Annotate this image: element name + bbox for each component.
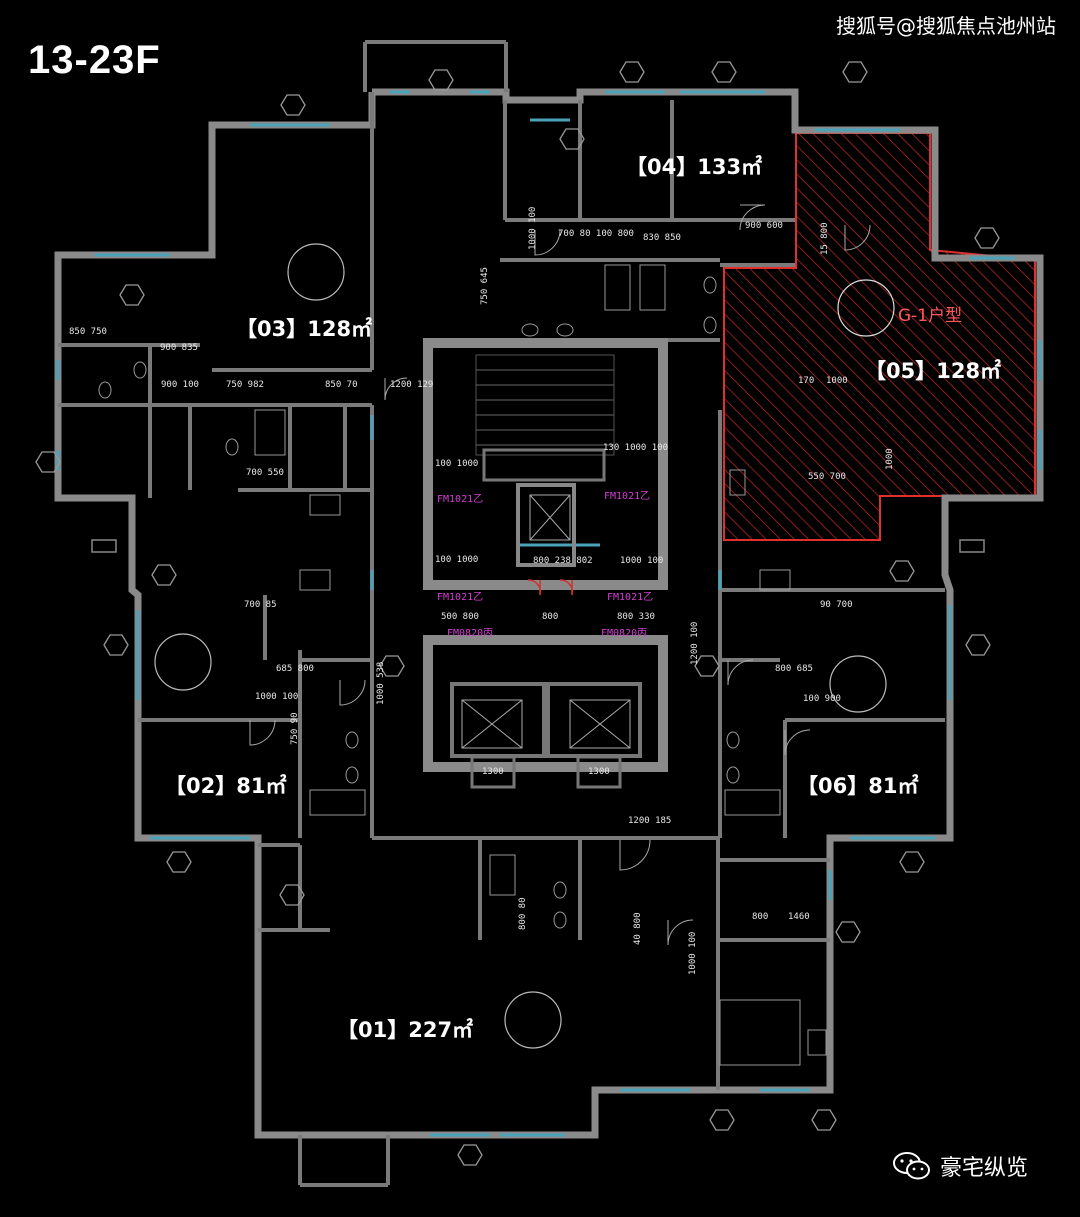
watermark-bottom-text: 豪宅纵览: [940, 1156, 1029, 1181]
dimension-label: 1000 100: [688, 931, 698, 975]
dimension-label: 850 70: [325, 380, 358, 390]
dimension-label: 685 800: [276, 664, 314, 674]
dimension-label: 500 800: [441, 612, 479, 622]
dimension-label: 900 835: [160, 343, 198, 353]
dimension-label: 800: [752, 912, 769, 922]
unit-label-06[interactable]: 【06】81㎡: [797, 774, 919, 798]
dimension-label: 90 700: [820, 600, 853, 610]
dimension-label: 700 80 100 800: [558, 229, 634, 239]
dimension-label: 170: [798, 376, 815, 386]
dimension-label: 830 850: [643, 233, 681, 243]
central-core: [423, 338, 668, 789]
windows: [56, 90, 1042, 1137]
columns: [154, 243, 895, 1049]
dimension-label: 800 238 802: [533, 556, 593, 566]
dimension-label: 1000 100: [528, 206, 538, 250]
dimension-label: 1300: [588, 767, 610, 777]
door-tag: FM1021乙: [604, 491, 651, 502]
dimension-label: 800 80: [518, 897, 528, 930]
unit-type-label: G-1户型: [898, 306, 963, 326]
door-swings: [249, 204, 871, 946]
door-tag: FM0820丙: [447, 628, 494, 639]
dimension-label: 1000 100: [255, 692, 299, 702]
bath-fixtures: [98, 264, 827, 1066]
dimension-label: 1200 100: [690, 621, 700, 665]
unit-label-04[interactable]: 【04】133㎡: [626, 155, 763, 179]
door-tag: FM1021乙: [607, 592, 654, 603]
dimension-label: 100 1000: [435, 459, 479, 469]
dimension-label: 750 982: [226, 380, 264, 390]
dimension-label: 1200 185: [628, 816, 672, 826]
dimension-label: 900 100: [161, 380, 199, 390]
dimension-label: 1000: [826, 376, 848, 386]
dimension-label: 700 550: [246, 468, 284, 478]
dimension-label: 1000: [885, 448, 895, 470]
dimension-label: 800 330: [617, 612, 655, 622]
wechat-icon: [893, 1152, 930, 1180]
watermark-bottom: 豪宅纵览: [892, 1150, 1028, 1182]
dimension-label: 1000 538: [376, 661, 386, 705]
hexagon-markers: [35, 61, 1000, 1166]
exterior-walls: [54, 88, 1044, 1139]
dimension-label: 100 900: [803, 694, 841, 704]
dimension-label: 700 85: [244, 600, 277, 610]
floor-label: 13-23F: [28, 38, 161, 82]
dimension-label: 550 700: [808, 472, 846, 482]
dimension-label: 1460: [788, 912, 810, 922]
unit-label-01[interactable]: 【01】227㎡: [337, 1018, 474, 1042]
dimension-label: 1200 129: [390, 380, 434, 390]
dimension-label: 850 750: [69, 327, 107, 337]
small-markers: [91, 539, 985, 553]
dimension-label: 750 90: [290, 712, 300, 745]
dimension-label: 750 645: [480, 267, 490, 305]
dimension-label: 800: [542, 612, 559, 622]
dimension-label: 100 1000: [435, 555, 479, 565]
dimension-label: 15 800: [820, 222, 830, 255]
unit-label-03[interactable]: 【03】128㎡: [236, 317, 373, 341]
dimension-label: 1000 100: [620, 556, 664, 566]
dimension-label: 130 1000 100: [603, 443, 669, 453]
watermark-top: 搜狐号@搜狐焦点池州站: [836, 14, 1056, 38]
dimension-label: 1300: [482, 767, 504, 777]
dimension-label: 900 600: [745, 221, 783, 231]
interior-walls: [58, 40, 945, 1187]
unit-label-05[interactable]: 【05】128㎡: [865, 359, 1002, 383]
door-tag: FM1021乙: [437, 494, 484, 505]
unit-label-02[interactable]: 【02】81㎡: [165, 774, 287, 798]
unit-05-highlight[interactable]: [723, 132, 1036, 541]
dimension-label: 800 685: [775, 664, 813, 674]
door-tag: FM0820丙: [601, 628, 648, 639]
dimension-label: 40 800: [633, 912, 643, 945]
door-tag: FM1021乙: [437, 592, 484, 603]
